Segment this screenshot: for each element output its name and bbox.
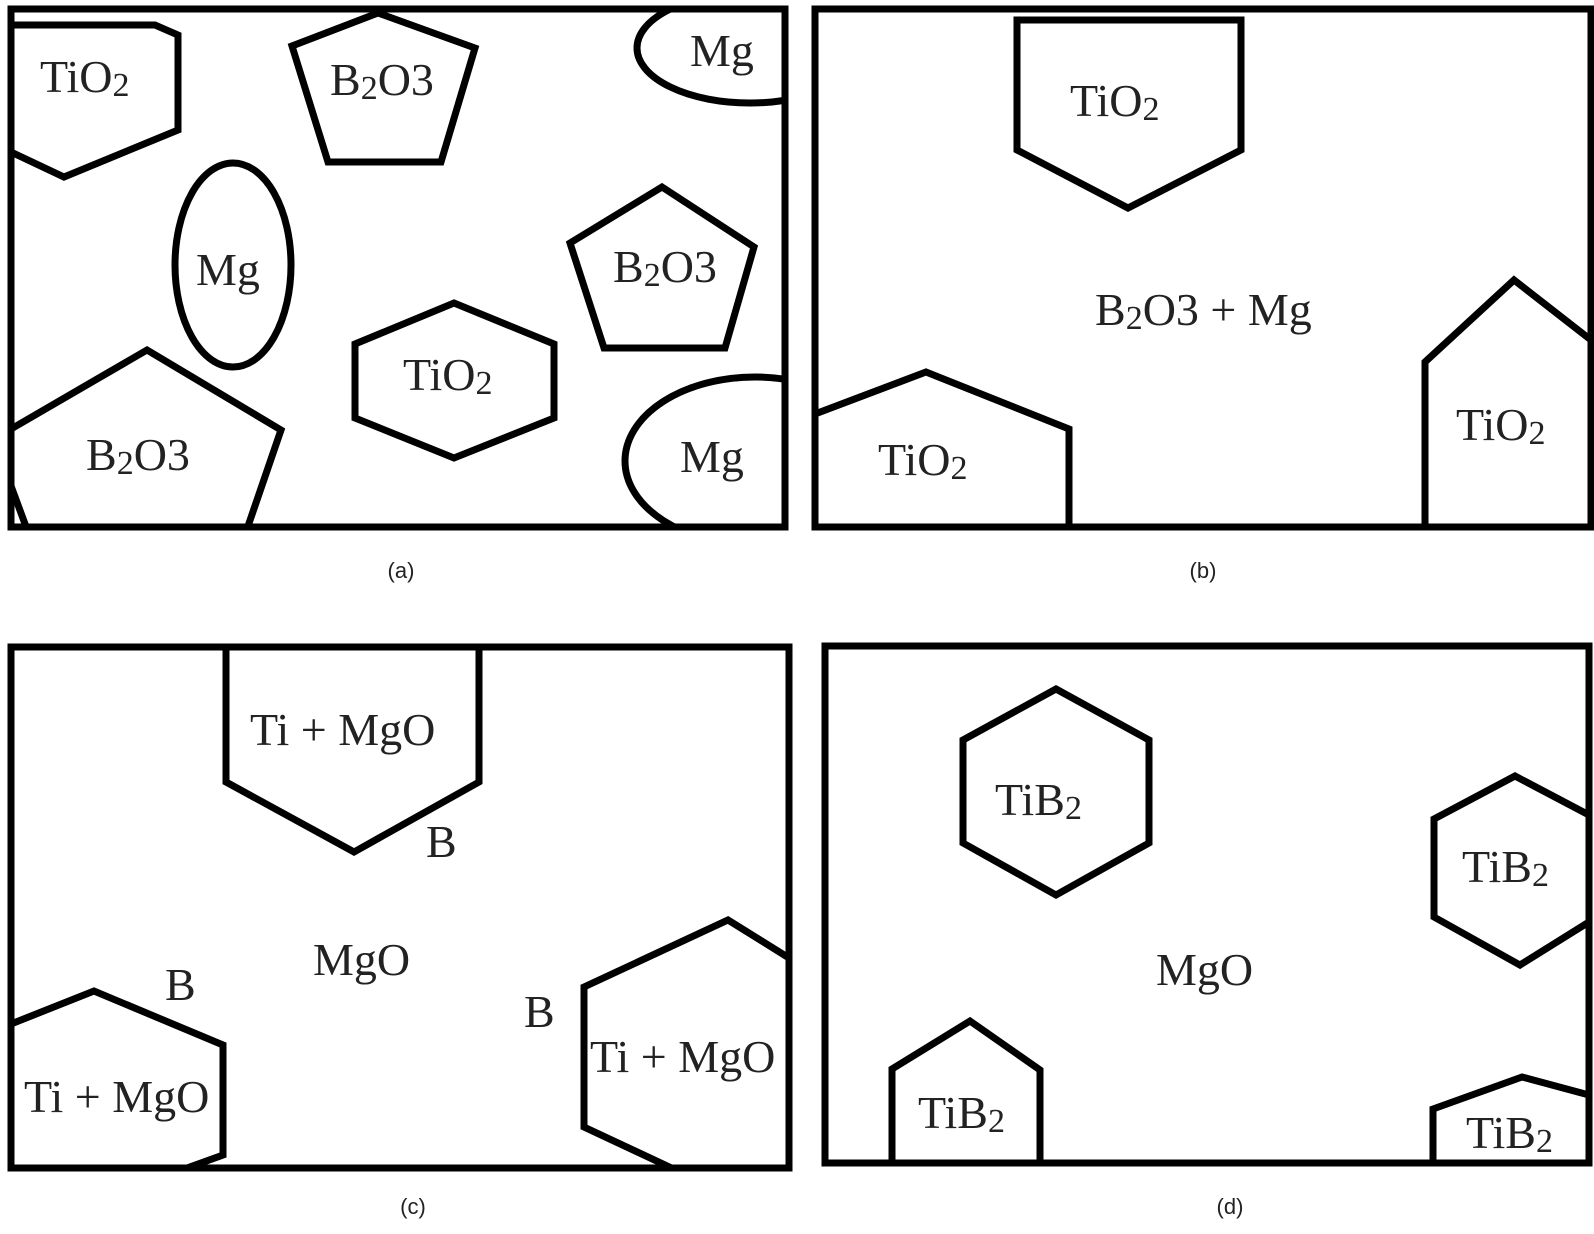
panel-d-caption: (d) (1217, 1194, 1244, 1219)
b2o3-pentagon (287, 9, 480, 166)
label-mg: Mg (690, 25, 754, 76)
mg-ellipse (621, 373, 785, 527)
panel-d-frame (821, 642, 1593, 1167)
label-b: B (524, 986, 555, 1037)
tib2-hexagon (959, 685, 1153, 900)
label-mg: Mg (680, 431, 744, 482)
tio2-hexagon (11, 21, 182, 181)
label-tib2: TiB2 (1466, 1107, 1553, 1160)
tib2-partial-particle (888, 1016, 1044, 1163)
panel-c-frame (7, 643, 793, 1172)
label-tio2: TiO2 (40, 51, 129, 104)
panel-a-frame (7, 5, 789, 531)
label-b: B (426, 816, 457, 867)
panel-b-caption: (b) (1190, 558, 1217, 583)
label-ti-mgo: Ti + MgO (250, 704, 435, 755)
b2o3-pentagon (565, 182, 759, 352)
panel-d: TiB2 TiB2 MgO TiB2 TiB2 (d) (821, 642, 1593, 1219)
panel-a-caption: (a) (388, 558, 415, 583)
tio2-hexagon (1013, 16, 1245, 212)
b2o3-pentagon (11, 345, 286, 527)
label-tib2: TiB2 (918, 1087, 1005, 1140)
label-tib2: TiB2 (1462, 841, 1549, 894)
panel-c: Ti + MgO B MgO B B Ti + MgO Ti + MgO (c) (7, 643, 793, 1219)
ti-mgo-particle (11, 987, 227, 1168)
tib2-hexagon (1430, 772, 1589, 970)
label-b2o3-mg: B2O3 + Mg (1095, 284, 1312, 337)
mg-ellipse (171, 159, 295, 371)
tib2-partial-particle (1429, 1073, 1589, 1163)
tio2-hexagon (351, 299, 558, 462)
label-tio2: TiO2 (1070, 75, 1159, 128)
panel-b-frame (811, 5, 1594, 531)
label-b: B (165, 959, 196, 1010)
label-ti-mgo: Ti + MgO (590, 1031, 775, 1082)
label-tio2: TiO2 (403, 349, 492, 402)
mg-ellipse (633, 9, 785, 107)
tio2-partial-particle (1421, 275, 1591, 527)
tio2-partial-particle (815, 368, 1073, 527)
label-mgo: MgO (313, 934, 410, 985)
panel-a: TiO2 B2O3 Mg Mg B2O3 TiO2 B2O3 Mg (a) (7, 5, 789, 583)
label-tio2: TiO2 (878, 434, 967, 487)
panel-c-caption: (c) (400, 1194, 426, 1219)
ti-mgo-particle (222, 647, 483, 857)
label-mg: Mg (196, 244, 260, 295)
label-b2o3: B2O3 (613, 241, 717, 294)
label-mgo: MgO (1156, 944, 1253, 995)
ti-mgo-particle (580, 916, 789, 1168)
label-tio2: TiO2 (1456, 399, 1545, 452)
label-tib2: TiB2 (995, 774, 1082, 827)
label-b2o3: B2O3 (86, 429, 190, 482)
panel-b: TiO2 B2O3 + Mg TiO2 TiO2 (b) (811, 5, 1594, 583)
label-b2o3: B2O3 (330, 54, 434, 107)
label-ti-mgo: Ti + MgO (24, 1071, 209, 1122)
